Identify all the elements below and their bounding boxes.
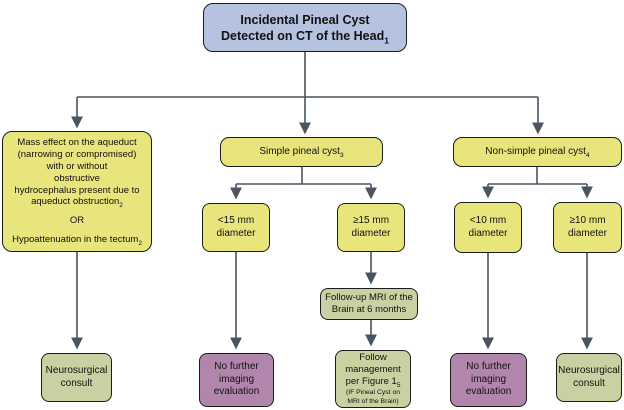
lt10-label: <10 mm diameter [468,214,508,239]
simple-label: Simple pineal cyst3 [259,145,344,159]
ge10-label: ≥10 mm diameter [568,214,607,239]
node-followup-mri: Follow-up MRI of the Brain at 6 months [320,288,418,320]
node-no-further-imaging-mid: No further imaging evaluation [199,353,274,407]
lt15-label: <15 mm diameter [216,214,256,239]
root-line2: Detected on CT of the Head1 [221,28,389,45]
non-simple-label: Non-simple pineal cyst4 [485,145,590,159]
mass-effect-or: OR [69,215,85,227]
node-root: Incidental Pineal Cyst Detected on CT of… [203,3,407,52]
root-line1: Incidental Pineal Cyst [240,12,370,27]
node-lt15mm: <15 mm diameter [202,203,270,252]
no-further-right-label: No further imaging evaluation [465,360,512,398]
node-non-simple-pineal-cyst: Non-simple pineal cyst4 [453,137,622,167]
node-simple-pineal-cyst: Simple pineal cyst3 [220,137,383,167]
node-neurosurgical-right: Neurosurgical consult [556,353,622,402]
no-further-mid-label: No further imaging evaluation [213,360,260,398]
mri6-label: Follow-up MRI of the Brain at 6 months [325,291,413,315]
mass-effect-line: aqueduct obstruction2 [31,196,123,210]
mass-effect-line: Mass effect on the aqueduct [17,136,137,148]
mass-effect-line: (narrowing or compromised) [17,148,137,160]
mass-effect-line: hydrocephalus present due to [14,184,140,196]
follow-mgmt-line2: per Figure 15 [345,376,401,389]
node-ge15mm: ≥15 mm diameter [337,203,405,252]
mass-effect-tectum: Hypoattenuation in the tectum2 [12,234,142,248]
mass-effect-line: with or without [46,160,108,172]
node-follow-management: Follow management per Figure 15 (IF Pine… [335,350,411,408]
node-no-further-imaging-right: No further imaging evaluation [450,353,527,407]
ge15-label: ≥15 mm diameter [351,214,391,239]
neuro-left-label: Neurosurgical consult [45,364,108,389]
follow-mgmt-note: (IF Pineal Cyst on MRI of the Brain) [345,389,401,405]
mass-effect-line: obstructive [54,172,100,184]
node-lt10mm: <10 mm diameter [454,202,522,253]
follow-mgmt-line1: Follow management [345,351,401,375]
node-ge10mm: ≥10 mm diameter [553,202,622,253]
neuro-right-label: Neurosurgical consult [558,364,620,389]
node-mass-effect: Mass effect on the aqueduct (narrowing o… [2,131,152,252]
node-neurosurgical-left: Neurosurgical consult [41,353,112,402]
